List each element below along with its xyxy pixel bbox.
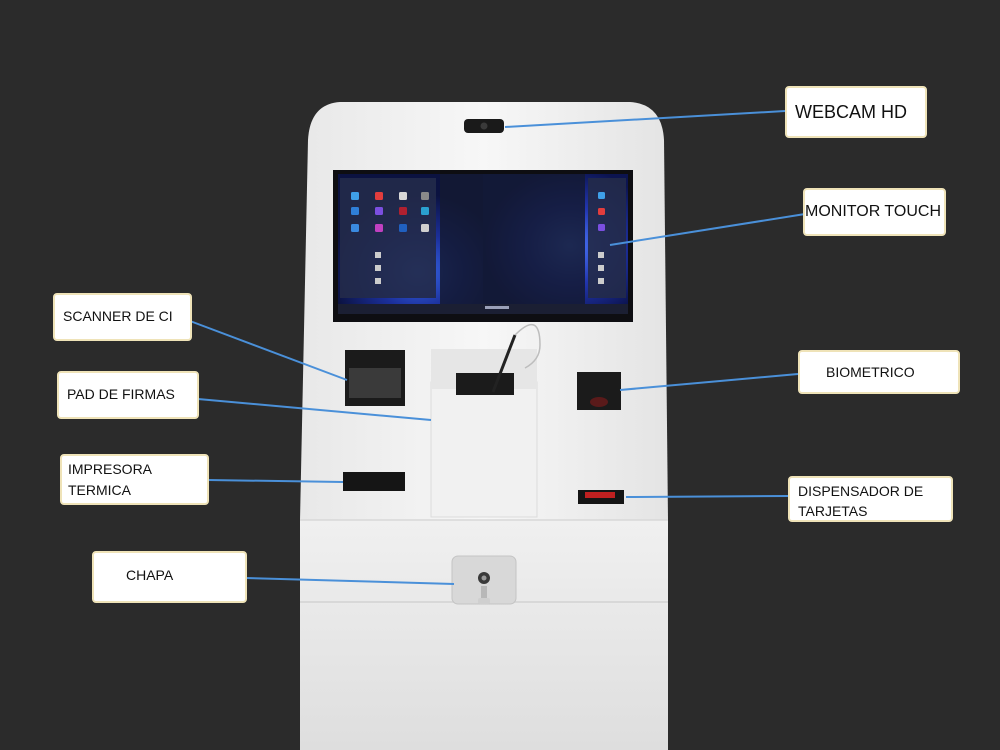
side-menu-icons [598, 192, 605, 284]
kiosk-base [300, 520, 668, 750]
label-printer-line2: TERMICA [68, 482, 131, 498]
connector-printer [207, 479, 344, 483]
signature-pad-housing [430, 381, 538, 518]
label-printer-line1: IMPRESORA [68, 461, 153, 477]
taskbar [338, 304, 628, 314]
label-biometric: BIOMETRICO [798, 350, 960, 394]
label-dispenser-line2: TARJETAS [798, 503, 868, 519]
connector-lock [244, 577, 455, 585]
label-scanner: SCANNER DE CI [53, 293, 192, 341]
label-monitor-text: MONITOR TOUCH [805, 203, 942, 220]
label-lock: CHAPA [92, 551, 247, 603]
label-webcam-text: WEBCAM HD [795, 102, 907, 122]
connector-dispenser [625, 495, 789, 498]
label-biometric-text: BIOMETRICO [826, 364, 915, 380]
label-printer: IMPRESORA TERMICA [60, 454, 209, 505]
card-icon [585, 492, 615, 498]
label-webcam: WEBCAM HD [785, 86, 927, 138]
label-pad-text: PAD DE FIRMAS [67, 386, 175, 402]
label-dispenser: DISPENSADOR DE TARJETAS [788, 476, 953, 522]
printer-slot [343, 472, 405, 491]
connector-scanner [189, 320, 348, 381]
label-lock-text: CHAPA [126, 567, 174, 583]
label-scanner-text: SCANNER DE CI [63, 308, 173, 324]
connector-pad [197, 398, 432, 421]
connector-biometric [619, 373, 799, 391]
connector-webcam [504, 110, 786, 128]
connector-monitor [609, 213, 806, 246]
start-menu-icons [351, 192, 429, 284]
label-monitor: MONITOR TOUCH [803, 188, 946, 236]
label-pad: PAD DE FIRMAS [57, 371, 199, 419]
connector-lines [189, 110, 806, 585]
label-dispenser-line1: DISPENSADOR DE [798, 483, 924, 499]
side-menu-panel [588, 178, 626, 298]
key-lock-icon [478, 586, 490, 604]
